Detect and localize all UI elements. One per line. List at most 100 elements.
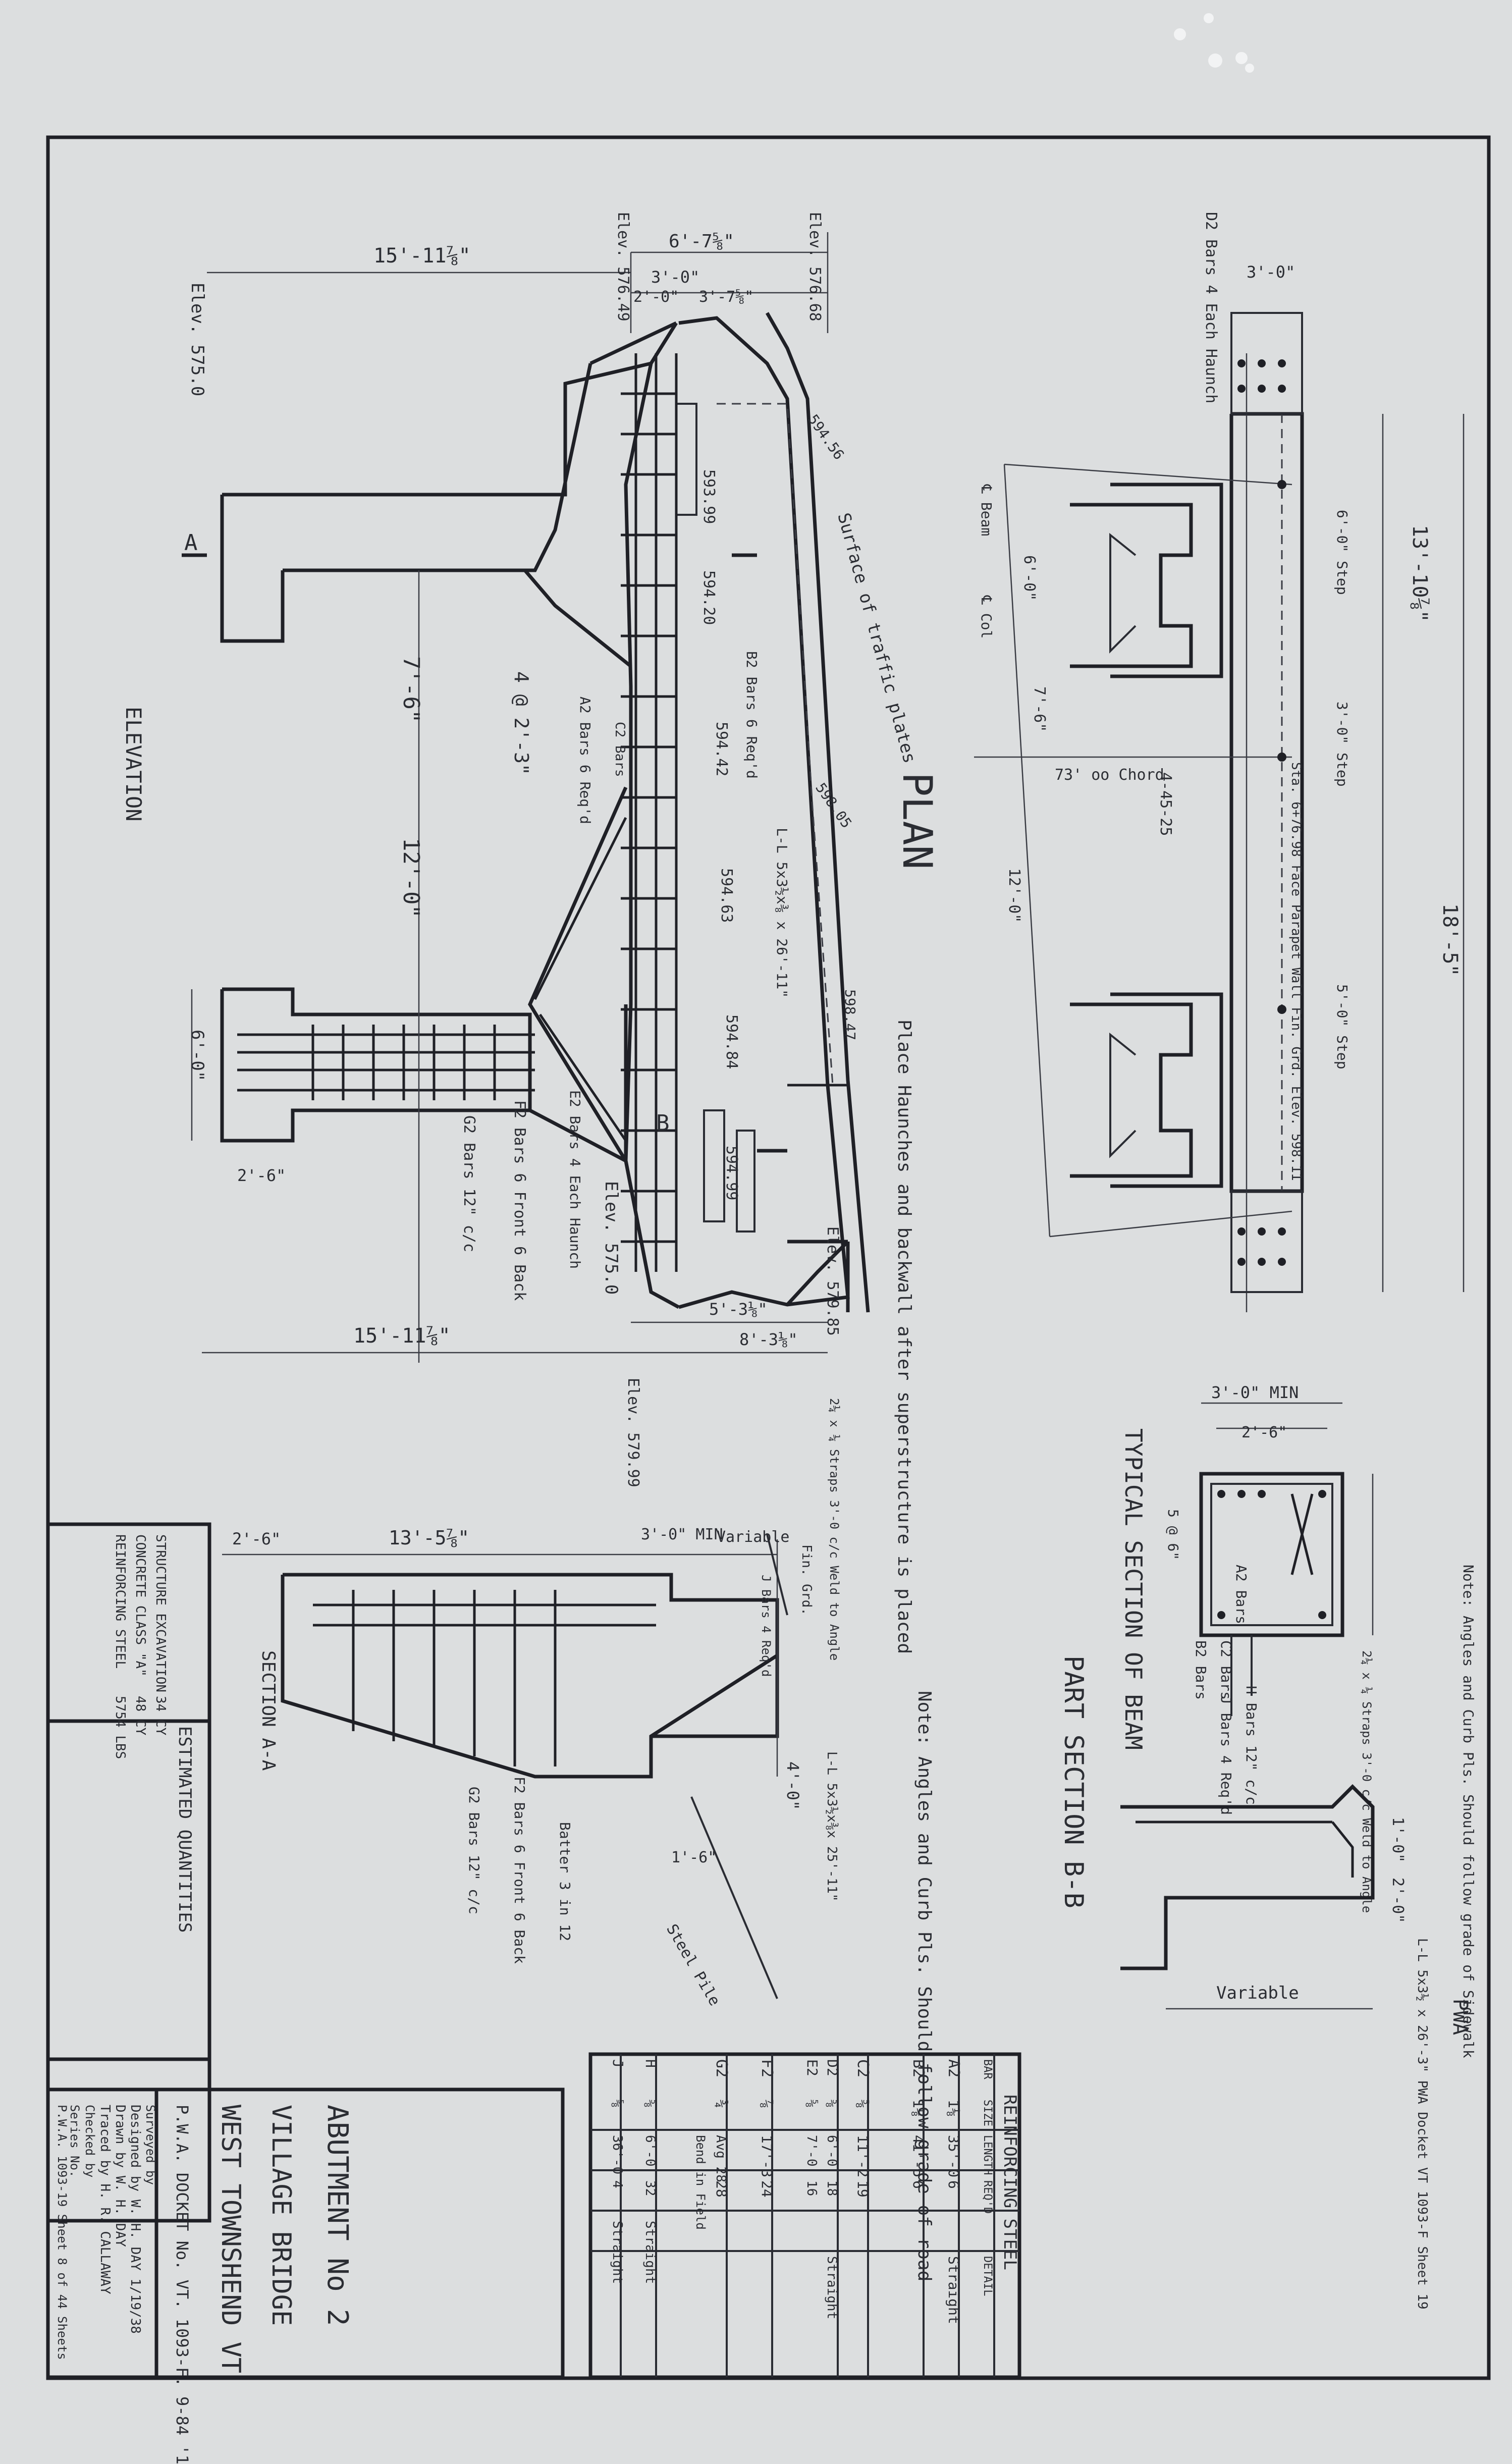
typ-dim-2-6: 2'-6" xyxy=(1241,1424,1287,1441)
steel-row-size: ⅝ xyxy=(824,2100,839,2108)
qty-row-2-qty: 5754 LBS xyxy=(113,1696,128,1759)
beam-dim-3-0: 3'-0" xyxy=(1247,262,1295,282)
plan-drawing xyxy=(182,232,870,1363)
a2-bars-label: A2 Bars 6 Req'd xyxy=(577,697,593,824)
punch-hole xyxy=(1245,64,1254,73)
title-traced: Traced by H. R. CALLAWAY xyxy=(97,2105,113,2294)
steel-row-size: 1⅛ xyxy=(945,2100,962,2117)
steel-row-req: 24 xyxy=(759,2180,775,2198)
col-centerline: ℄ Col xyxy=(978,595,995,638)
typical-section xyxy=(1199,1402,1374,1716)
qty-row-1-item: CONCRETE CLASS "A" xyxy=(133,1534,148,1677)
punch-hole xyxy=(1174,28,1186,40)
steel-row-bar: B2 xyxy=(909,2059,927,2077)
title-docket: P.W.A. DOCKET No. VT. 1093-F. 9-84 '19 xyxy=(173,2105,192,2464)
steel-row-detail: Straight xyxy=(642,2221,658,2284)
quantities-table: ESTIMATED QUANTITIES STRUCTURE EXCAVATIO… xyxy=(46,1522,211,2223)
steel-row-size: ⅞ xyxy=(759,2100,775,2108)
section-aa-title: SECTION A-A xyxy=(258,1650,279,1771)
title-designed: Designed by W. H. DAY 1/19/38 xyxy=(128,2105,143,2334)
typ-dim-5-at-6: 5 @ 6" xyxy=(1165,1509,1181,1560)
title-drawn: Drawn by W. H. DAY xyxy=(113,2105,128,2247)
elev-579-85: Elev. 579.85 xyxy=(824,1226,841,1336)
steel-row-length: 6'-0 xyxy=(824,2135,839,2167)
dim-2-0-top: 2'-0" xyxy=(633,288,679,306)
steel-row-length: 17'-3 xyxy=(759,2135,775,2177)
aa-variable: Variable xyxy=(717,1528,790,1546)
plate-note: L-L 5x3½x⅜ x 26'-11" xyxy=(774,828,790,998)
elev-579-99: Elev. 579.99 xyxy=(624,1378,642,1487)
typ-h-bars: H Bars 12" c/c xyxy=(1243,1686,1260,1805)
title-checked: Checked by xyxy=(83,2105,97,2178)
beam-dim-6-0: 6'-0" xyxy=(1020,555,1038,601)
steel-header-size: SIZE xyxy=(981,2100,994,2126)
val-598-47: 598.47 xyxy=(842,989,858,1040)
elev-575-0-b: Elev. 575.0 xyxy=(601,1181,621,1295)
val-594-42: 594.42 xyxy=(713,722,730,776)
quantities-title: ESTIMATED QUANTITIES xyxy=(175,1726,195,1933)
steel-row-size: ⅝ xyxy=(642,2100,658,2108)
part-b-dim-1-0: 1'-0" xyxy=(1389,1817,1407,1862)
beam-labels: D2 Bars 4 Each Haunch 3'-0" 73' oo Chord… xyxy=(978,212,1462,1181)
steel-row-size: ⅝ xyxy=(610,2100,625,2108)
dim-5-3: 5'-3⅛" xyxy=(709,1300,768,1319)
beam-dim-12-0: 12'-0" xyxy=(1005,868,1023,923)
elev-576-49: Elev. 576.49 xyxy=(614,212,632,322)
steel-row-size: ⅝ xyxy=(804,2100,819,2108)
dim-8-3: 8'-3⅛" xyxy=(739,1330,798,1349)
dim-3-0-top: 3'-0" xyxy=(651,267,699,287)
steel-row-req: 6 xyxy=(910,2180,927,2189)
steel-row-length: Avg 28 xyxy=(713,2135,728,2182)
dim-15-11-b: 15'-11⅞" xyxy=(353,1324,451,1348)
c2-bars-label: C2 Bars xyxy=(612,722,627,777)
aa-dim-3-0-min: 3'-0" MIN xyxy=(641,1526,723,1543)
dim-13-10: 13'-10⅞" xyxy=(1408,525,1431,622)
typical-title: TYPICAL SECTION OF BEAM xyxy=(1120,1428,1147,1750)
typ-c2: C2 Bars xyxy=(1218,1640,1234,1700)
qty-row-1-qty: 48 CY xyxy=(133,1696,148,1736)
elev-576-68: Elev. 576.68 xyxy=(806,212,824,322)
aa-g2: G2 Bars 12" c/c xyxy=(466,1787,482,1914)
part-b-labels: PART SECTION B-B Note: Angles and Curb P… xyxy=(1058,1565,1477,2310)
aa-fin-grd: Fin. Grd. xyxy=(799,1544,814,1616)
dim-2-6: 2'-6" xyxy=(237,1166,286,1185)
sta-note: Sta. 6+76.98 Face Parapet Wall Fin. Grd.… xyxy=(1288,762,1304,1181)
aa-dim-1-6: 1'-6" xyxy=(671,1849,717,1866)
steel-row-bar: E2 xyxy=(804,2059,821,2076)
val-594-63: 594.63 xyxy=(718,868,735,923)
qty-row-2-item: REINFORCING STEEL xyxy=(113,1534,128,1669)
dim-4-at-2-3: 4 @ 2'-3" xyxy=(510,671,532,775)
steel-row-req: 18 xyxy=(824,2180,839,2196)
steel-table xyxy=(588,2052,1021,2379)
steel-header-length: LENGTH xyxy=(981,2135,994,2175)
qty-row-0-item: STRUCTURE EXCAVATION xyxy=(153,1534,168,1692)
label-a: A xyxy=(184,530,198,556)
steel-header-bar: BAR xyxy=(981,2059,994,2079)
dim-6-0: 6'-0" xyxy=(187,1030,207,1081)
beam-centerline: ℄ Beam xyxy=(978,484,995,536)
punch-hole xyxy=(1204,13,1214,23)
part-b-angle-note: Note: Angles and Curb Pls. Should follow… xyxy=(1460,1565,1477,2058)
dim-5-0-step: 5'-0" Step xyxy=(1334,984,1351,1069)
title-line3: WEST TOWNSHEND VT xyxy=(215,2105,246,2373)
steel-row-req: 16 xyxy=(804,2180,819,2196)
val-593-99: 593.99 xyxy=(700,469,718,524)
steel-row-bar: G2 xyxy=(713,2059,730,2077)
val-594-20: 594.20 xyxy=(700,570,718,625)
steel-row-size: 1⅛ xyxy=(910,2100,927,2117)
elev-575-0: Elev. 575.0 xyxy=(187,283,207,396)
punch-hole xyxy=(1235,52,1248,64)
steel-title: REINFORCING STEEL xyxy=(1000,2095,1020,2270)
steel-row-detail: Straight xyxy=(824,2256,839,2319)
aa-dim-2-6: 2'-6" xyxy=(232,1529,281,1548)
steel-row-length: 6'-0 xyxy=(642,2135,658,2167)
f2-bars-label: F2 Bars 6 Front 6 Back xyxy=(511,1100,528,1301)
dim-6-0-step: 6'-0" Step xyxy=(1334,510,1351,595)
part-section-bb xyxy=(1120,1784,1375,2010)
steel-row-bar: A2 xyxy=(945,2059,962,2077)
aa-j-bars: J Bars 4 Req'd xyxy=(759,1575,773,1677)
steel-row-length: 35'-0 xyxy=(945,2135,962,2177)
steel-row-req: 32 xyxy=(642,2180,658,2196)
steel-row-length: 11'-2 xyxy=(854,2135,871,2177)
beam-layout xyxy=(974,312,1465,1312)
